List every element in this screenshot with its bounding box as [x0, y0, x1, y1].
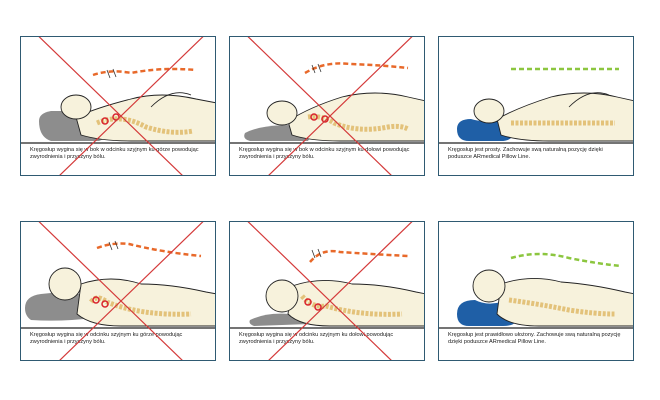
panel-side-spine-up: Kręgosłup wygina się w bok w odcinku szy… [20, 36, 216, 176]
head-icon [48, 267, 82, 301]
panel-caption: Kręgosłup wygina się w odcinku szyjnym k… [30, 332, 183, 345]
alignment-line [309, 249, 409, 263]
panel-side-spine-down: Kręgosłup wygina się w bok w odcinku szy… [229, 36, 425, 176]
panel-back-spine-down: Kręgosłup wygina się w odcinku szyjnym k… [229, 221, 425, 361]
alignment-line [510, 252, 622, 268]
spine-icon [508, 297, 616, 317]
body-icon [75, 94, 215, 142]
panel-caption: Kręgosłup wygina się w bok w odcinku szy… [30, 147, 199, 160]
head-icon [265, 279, 299, 313]
panel-caption: Kręgosłup wygina się w odcinku szyjnym k… [239, 332, 394, 345]
panel-caption: Kręgosłup jest prosty. Zachowuje swą nat… [448, 147, 603, 160]
head-icon [472, 269, 506, 303]
head-icon [473, 98, 505, 124]
illustration-side-spine-straight [439, 67, 633, 144]
panel-caption: Kręgosłup wygina się w bok w odcinku szy… [239, 147, 410, 160]
panel-caption: Kręgosłup jest prawidłowo ułożony. Zacho… [448, 332, 621, 345]
illustration-back-spine-correct [439, 252, 633, 329]
body-icon [496, 92, 633, 142]
body-icon [496, 278, 633, 327]
panel-back-spine-correct: Kręgosłup jest prawidłowo ułożony. Zacho… [438, 221, 634, 361]
head-icon [266, 100, 298, 126]
alignment-line [96, 242, 202, 258]
panel-side-spine-straight: Kręgosłup jest prosty. Zachowuje swą nat… [438, 36, 634, 176]
panel-back-spine-up: Kręgosłup wygina się w odcinku szyjnym k… [20, 221, 216, 361]
head-icon [60, 94, 92, 120]
